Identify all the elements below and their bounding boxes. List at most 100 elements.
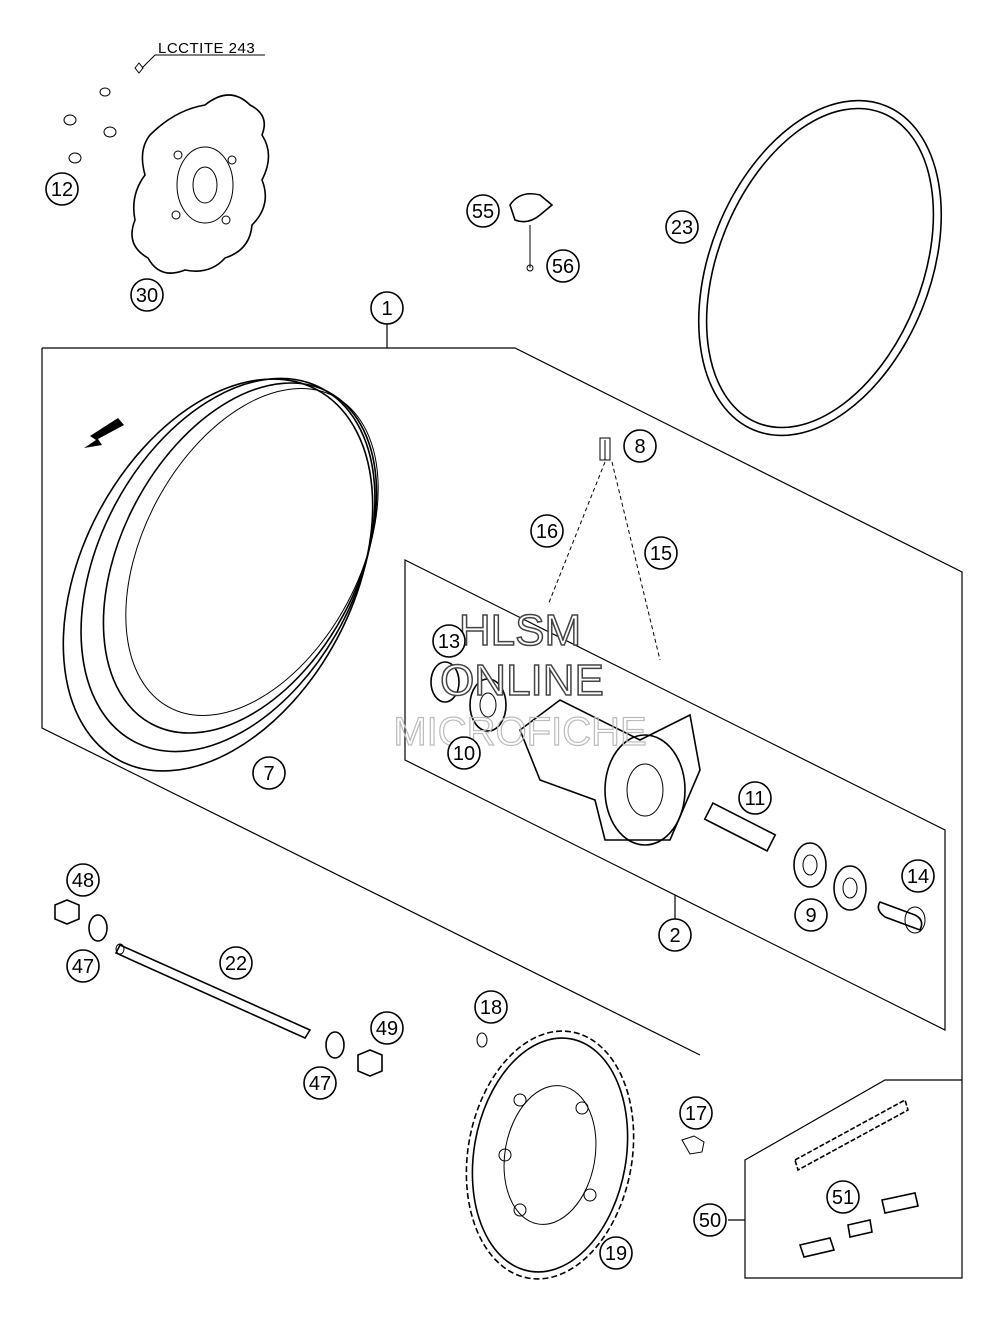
callout-number: 2 (669, 925, 680, 947)
watermark-line3: MICROFICHE (393, 710, 646, 754)
callout-c19: 19 (599, 1236, 633, 1270)
callout-c55: 55 (466, 194, 500, 228)
callout-circle (303, 1066, 337, 1100)
chain-assembly-frame (744, 1079, 963, 1279)
callout-circle (623, 429, 657, 463)
callout-circle (530, 514, 564, 548)
callout-number: 13 (438, 631, 460, 653)
rim-tape (697, 99, 943, 437)
callout-c7: 7 (252, 756, 286, 790)
callout-c18: 18 (474, 990, 508, 1024)
callout-circle (679, 1096, 713, 1130)
callout-c23: 23 (665, 210, 699, 244)
callout-number: 17 (685, 1103, 707, 1125)
callout-c56: 56 (546, 249, 580, 283)
callout-number: 55 (472, 201, 494, 223)
callout-c49: 49 (370, 1011, 404, 1045)
callout-c47b: 47 (303, 1066, 337, 1100)
callout-circle (432, 624, 466, 658)
loctite-note: LCCTITE 243 (158, 40, 255, 57)
callout-number: 9 (805, 905, 816, 927)
callout-circle (66, 949, 100, 983)
callout-circle (738, 781, 772, 815)
callout-c48: 48 (66, 863, 100, 897)
callout-number: 19 (605, 1243, 627, 1265)
callout-c13: 13 (432, 624, 466, 658)
brake-disc (131, 94, 270, 274)
callout-circle (219, 946, 253, 980)
axle (114, 943, 312, 1040)
callout-number: 18 (480, 997, 502, 1019)
callout-number: 7 (263, 763, 274, 785)
valve-cap (509, 192, 554, 272)
callout-circle (252, 756, 286, 790)
callout-number: 8 (634, 436, 645, 458)
hub-assembly-frame (404, 559, 946, 1031)
callout-c47a: 47 (66, 949, 100, 983)
callout-number: 12 (51, 179, 73, 201)
callout-circle (474, 990, 508, 1024)
callout-c17: 17 (679, 1096, 713, 1130)
sprocket (465, 1030, 705, 1280)
direction-arrow (84, 418, 124, 448)
callout-number: 56 (552, 256, 574, 278)
callout-number: 22 (225, 953, 247, 975)
callout-c2: 2 (658, 918, 692, 952)
callout-number: 48 (72, 870, 94, 892)
callout-number: 11 (745, 788, 766, 810)
axle-spacers (703, 802, 926, 934)
callout-c14: 14 (901, 859, 935, 893)
callout-circle (665, 210, 699, 244)
spoke-parts (547, 437, 661, 661)
callout-circle (546, 249, 580, 283)
callout-c16: 16 (530, 514, 564, 548)
callout-c50: 50 (693, 1203, 727, 1237)
callout-c22: 22 (219, 946, 253, 980)
hub (430, 661, 701, 846)
callout-c12: 12 (45, 172, 79, 206)
callout-c1: 1 (370, 291, 404, 325)
callout-circle (901, 859, 935, 893)
callout-circle (644, 536, 678, 570)
callout-circle (466, 194, 500, 228)
callout-c11: 11 (738, 781, 772, 815)
callout-c51: 51 (826, 1180, 860, 1214)
callout-circle (447, 736, 481, 770)
callout-number: 47 (309, 1073, 331, 1095)
callout-number: 15 (650, 543, 672, 565)
callout-number: 50 (699, 1210, 721, 1232)
callout-number: 51 (832, 1187, 854, 1209)
callout-number: 1 (381, 298, 392, 320)
callout-number: 14 (907, 866, 929, 888)
callout-circle (66, 863, 100, 897)
callout-number: 47 (72, 956, 94, 978)
callout-circle (130, 278, 164, 312)
callout-circle (693, 1203, 727, 1237)
callout-circle (826, 1180, 860, 1214)
callout-circle (794, 898, 828, 932)
callout-circle (599, 1236, 633, 1270)
callout-circle (370, 291, 404, 325)
rim (62, 377, 379, 772)
wheel-assembly-frame (41, 323, 963, 1080)
callout-number: 10 (453, 743, 475, 765)
callout-circle (370, 1011, 404, 1045)
callout-c10: 10 (447, 736, 481, 770)
watermark-line2: ONLINE (440, 656, 604, 705)
chain (794, 1098, 919, 1258)
callout-c9: 9 (794, 898, 828, 932)
callout-number: 49 (376, 1018, 398, 1040)
callout-number: 16 (536, 521, 558, 543)
callout-c8: 8 (623, 429, 657, 463)
callout-c15: 15 (644, 536, 678, 570)
watermark-line1: HLSM (459, 606, 581, 655)
callout-number: 23 (671, 217, 693, 239)
callout-number: 30 (136, 285, 158, 307)
callout-c30: 30 (130, 278, 164, 312)
watermark: HLSM ONLINE MICROFICHE (393, 605, 648, 754)
callout-circle (658, 918, 692, 952)
callout-circle (45, 172, 79, 206)
disc-bolts (63, 54, 265, 164)
